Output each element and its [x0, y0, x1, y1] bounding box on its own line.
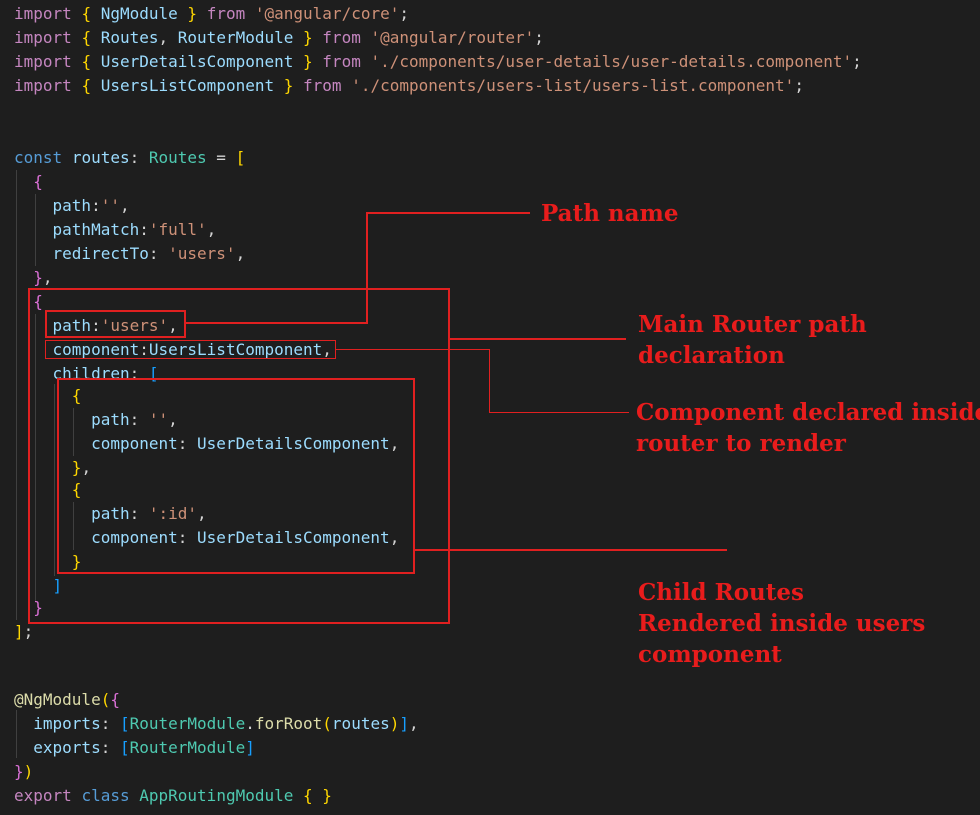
code-line-21[interactable]: { [71, 480, 82, 499]
child-routes-callout: Child Routes Rendered inside users compo… [638, 579, 926, 668]
component-connector [489, 412, 629, 413]
code-line-31[interactable]: imports: [RouterModule.forRoot(routes)], [33, 714, 419, 733]
indent-guide [16, 710, 17, 758]
code-line-17[interactable]: { [71, 386, 82, 405]
code-line-4[interactable]: import { UsersListComponent } from './co… [14, 76, 804, 95]
code-line-18[interactable]: path: '', [91, 410, 178, 429]
code-line-15[interactable]: component:UsersListComponent, [52, 340, 332, 359]
main-router-callout: Main Router path declaration [638, 311, 867, 369]
code-line-7[interactable]: const routes: Routes = [ [14, 148, 246, 167]
component-box [45, 340, 336, 359]
code-line-13[interactable]: { [33, 292, 43, 311]
child-routes-connector [415, 549, 727, 551]
indent-guide [73, 502, 74, 550]
indent-guide [54, 384, 55, 576]
code-line-8[interactable]: { [33, 172, 43, 191]
path-users-box [45, 310, 186, 338]
code-line-25[interactable]: ] [52, 576, 63, 595]
indent-guide [73, 408, 74, 456]
path-name-connector [366, 212, 368, 324]
code-line-26[interactable]: } [33, 598, 43, 617]
code-line-10[interactable]: pathMatch:'full', [52, 220, 217, 239]
indent-guide [35, 314, 36, 602]
code-line-9[interactable]: path:'', [52, 196, 130, 215]
path-name-connector [366, 212, 530, 214]
code-line-20[interactable]: }, [71, 458, 92, 477]
code-line-30[interactable]: @NgModule({ [14, 690, 120, 709]
code-line-2[interactable]: import { Routes, RouterModule } from '@a… [14, 28, 544, 47]
code-line-1[interactable]: import { NgModule } from '@angular/core'… [14, 4, 410, 23]
code-line-14[interactable]: path:'users', [52, 316, 178, 335]
code-line-34[interactable]: export class AppRoutingModule { } [14, 786, 332, 805]
component-declared-callout: Component declared inside router to rend… [636, 399, 980, 457]
path-name-connector [186, 322, 368, 324]
indent-guide [16, 170, 17, 620]
component-connector [336, 349, 490, 350]
children-box [57, 378, 415, 574]
code-line-12[interactable]: }, [33, 268, 53, 287]
code-line-32[interactable]: exports: [RouterModule] [33, 738, 255, 757]
route-users-box [28, 288, 450, 624]
indent-guide [35, 194, 36, 266]
code-line-27[interactable]: ]; [14, 622, 34, 641]
main-router-connector [450, 338, 626, 340]
component-connector [489, 349, 490, 413]
code-line-11[interactable]: redirectTo: 'users', [52, 244, 246, 263]
code-line-33[interactable]: }) [14, 762, 34, 781]
path-name-callout: Path name [541, 200, 679, 227]
code-line-3[interactable]: import { UserDetailsComponent } from './… [14, 52, 862, 71]
code-line-22[interactable]: path: ':id', [91, 504, 207, 523]
code-line-19[interactable]: component: UserDetailsComponent, [91, 434, 400, 453]
code-line-24[interactable]: } [71, 552, 82, 571]
code-line-23[interactable]: component: UserDetailsComponent, [91, 528, 400, 547]
